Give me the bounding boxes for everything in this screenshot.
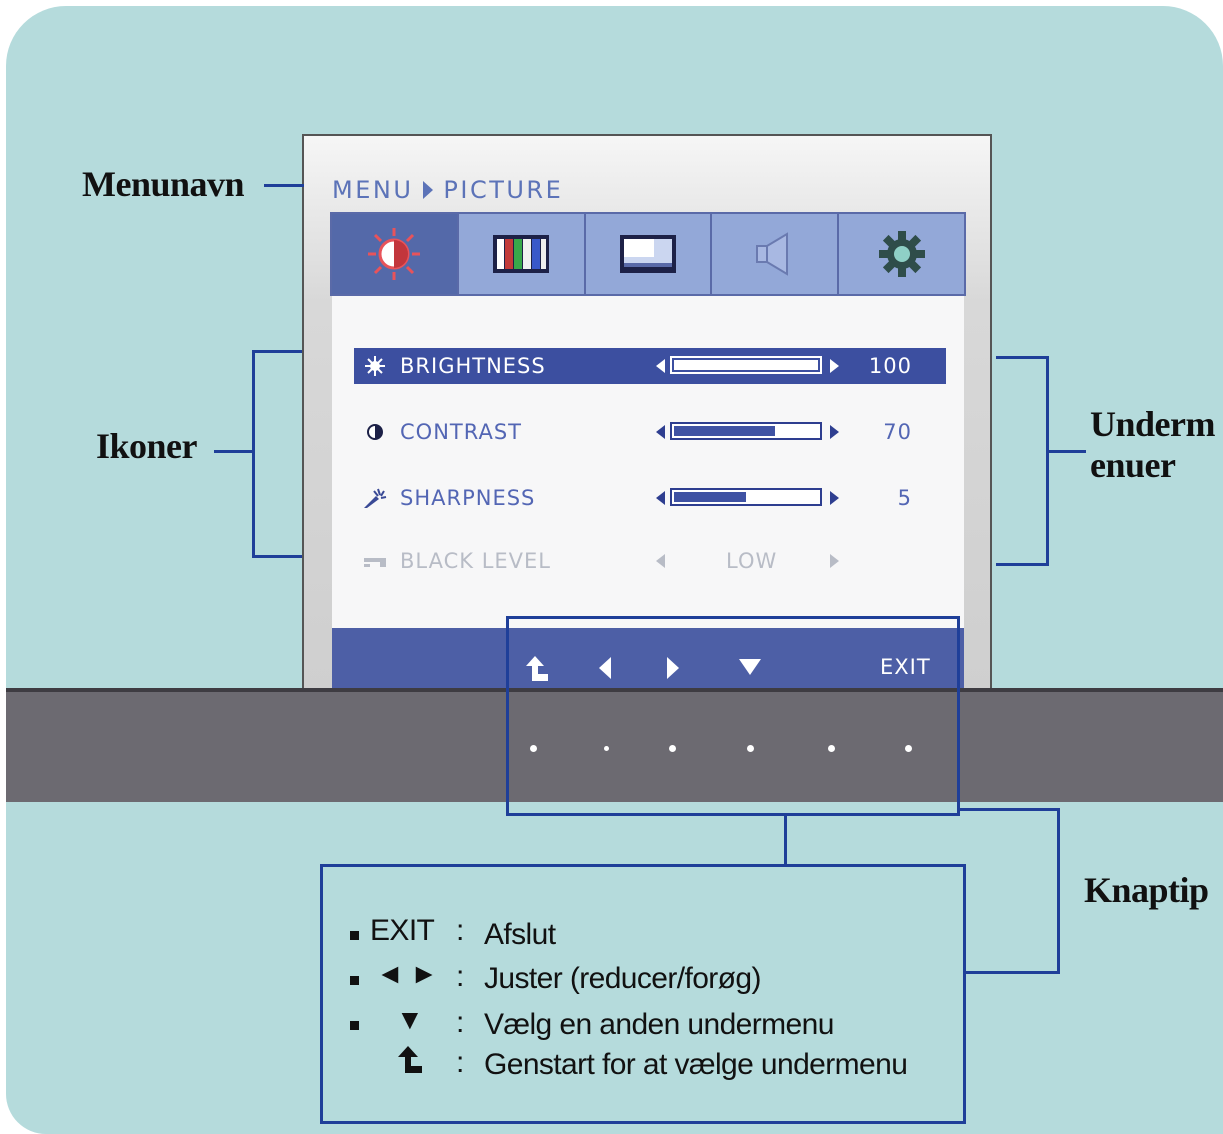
decrease-arrow-icon[interactable] bbox=[656, 425, 665, 439]
osd-tab-bar bbox=[330, 212, 966, 296]
legend-connector bbox=[784, 814, 787, 866]
slider-fill bbox=[674, 492, 746, 502]
increase-arrow-icon[interactable] bbox=[830, 425, 839, 439]
callout-button-tip: Knaptip bbox=[1084, 870, 1209, 910]
submenus-bracket bbox=[1046, 356, 1049, 566]
bullet-icon bbox=[350, 976, 359, 985]
button-tip-leader-bottom bbox=[966, 971, 1060, 974]
color-bars-icon bbox=[493, 235, 550, 273]
legend-key-exit: EXIT bbox=[370, 914, 435, 947]
exit-label[interactable]: EXIT bbox=[880, 655, 931, 679]
legend-sep: : bbox=[456, 960, 464, 993]
legend-key-adjust: ◄ ► bbox=[376, 958, 438, 989]
submenu-row-brightness[interactable]: BRIGHTNESS 100 bbox=[354, 348, 946, 384]
tab-sound[interactable] bbox=[712, 214, 840, 294]
slider-fill bbox=[674, 360, 818, 370]
icons-leader bbox=[214, 450, 254, 453]
sharpness-icon bbox=[364, 488, 387, 508]
left-hw-button[interactable] bbox=[604, 746, 609, 751]
submenu-row-sharpness[interactable]: SHARPNESS 5 bbox=[354, 480, 946, 516]
button-legend bbox=[320, 864, 966, 1124]
increase-arrow-icon[interactable] bbox=[830, 359, 839, 373]
legend-desc-down: Vælg en anden undermenu bbox=[484, 1008, 834, 1041]
decrease-arrow-icon[interactable] bbox=[656, 491, 665, 505]
right-hw-button[interactable] bbox=[669, 745, 676, 752]
callout-submenus: Underm enuer bbox=[1090, 404, 1216, 486]
row-label: BRIGHTNESS bbox=[400, 354, 546, 378]
legend-desc-return: Genstart for at vælge undermenu bbox=[484, 1048, 908, 1081]
sun-icon bbox=[365, 356, 385, 376]
black-level-icon bbox=[364, 558, 386, 567]
row-value: LOW bbox=[726, 549, 778, 573]
row-value: 70 bbox=[883, 420, 912, 444]
gear-icon bbox=[878, 231, 925, 277]
return-icon[interactable] bbox=[524, 654, 550, 684]
button-tip-highlight bbox=[506, 616, 960, 816]
submenus-bracket-bottom bbox=[996, 563, 1048, 566]
submenu-row-black-level: BLACK LEVEL LOW bbox=[354, 543, 946, 579]
contrast-slider[interactable] bbox=[670, 422, 822, 440]
callout-menu-name: Menunavn bbox=[82, 164, 245, 204]
button-tip-leader-top bbox=[958, 808, 1060, 811]
submenus-bracket-top bbox=[996, 356, 1048, 359]
bullet-icon bbox=[350, 1021, 359, 1030]
tab-setup[interactable] bbox=[839, 214, 964, 294]
row-value: 100 bbox=[868, 354, 912, 378]
legend-key-down: ▼ bbox=[396, 1004, 424, 1035]
exit-hw-button[interactable] bbox=[530, 745, 537, 752]
breadcrumb-arrow-icon bbox=[423, 181, 434, 199]
tab-picture[interactable] bbox=[332, 214, 459, 294]
icons-bracket-top bbox=[252, 350, 302, 353]
legend-sep: : bbox=[456, 1006, 464, 1039]
right-arrow-icon[interactable] bbox=[666, 656, 680, 680]
left-arrow-icon[interactable] bbox=[598, 656, 612, 680]
return-icon bbox=[398, 1046, 422, 1073]
power-hw-button[interactable] bbox=[905, 745, 912, 752]
decrease-arrow-icon[interactable] bbox=[656, 359, 665, 373]
brightness-picture-icon bbox=[368, 228, 421, 280]
callout-icons: Ikoner bbox=[96, 426, 198, 466]
row-value: 5 bbox=[897, 486, 912, 510]
increase-arrow-icon bbox=[830, 554, 839, 568]
breadcrumb-menu: MENU bbox=[332, 176, 414, 204]
monitor-front-panel bbox=[6, 688, 1223, 802]
legend-desc-exit: Afslut bbox=[484, 918, 556, 951]
speaker-icon bbox=[755, 232, 788, 276]
sharpness-slider[interactable] bbox=[670, 488, 822, 506]
icons-bracket-bottom bbox=[252, 555, 302, 558]
tab-color[interactable] bbox=[459, 214, 586, 294]
row-label: BLACK LEVEL bbox=[400, 549, 551, 573]
legend-sep: : bbox=[456, 1046, 464, 1079]
menu-name-leader bbox=[264, 184, 304, 187]
icons-bracket bbox=[252, 350, 255, 558]
submenus-leader bbox=[1046, 450, 1086, 453]
brightness-slider[interactable] bbox=[670, 356, 822, 374]
increase-arrow-icon[interactable] bbox=[830, 491, 839, 505]
decrease-arrow-icon bbox=[656, 554, 665, 568]
breadcrumb-picture: PICTURE bbox=[443, 176, 564, 204]
osd-breadcrumb: MENU PICTURE bbox=[332, 176, 563, 204]
button-tip-leader-vertical bbox=[1057, 808, 1060, 974]
tab-display[interactable] bbox=[586, 214, 713, 294]
display-position-icon bbox=[619, 235, 676, 273]
down-arrow-icon[interactable] bbox=[738, 658, 762, 676]
legend-desc-adjust: Juster (reducer/forøg) bbox=[484, 962, 761, 995]
return-hw-button[interactable] bbox=[828, 745, 835, 752]
bullet-icon bbox=[350, 931, 359, 940]
row-label: CONTRAST bbox=[400, 420, 522, 444]
legend-sep: : bbox=[456, 914, 464, 947]
osd-button-bar bbox=[332, 628, 964, 688]
row-label: SHARPNESS bbox=[400, 486, 536, 510]
submenu-row-contrast[interactable]: CONTRAST 70 bbox=[354, 414, 946, 450]
contrast-icon bbox=[367, 424, 383, 440]
down-hw-button[interactable] bbox=[747, 745, 754, 752]
slider-fill bbox=[674, 426, 775, 436]
